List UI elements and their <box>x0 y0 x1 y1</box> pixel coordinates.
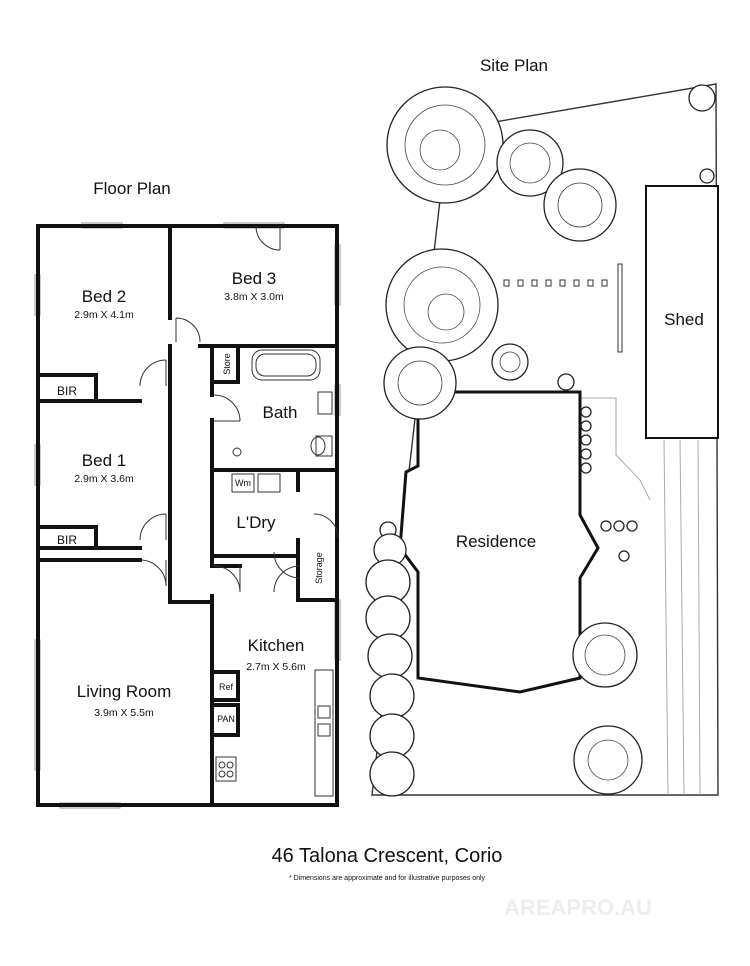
room-dims-bed3: 3.8m X 3.0m <box>224 291 284 303</box>
fixtures <box>215 349 334 797</box>
residence-label: Residence <box>456 532 536 551</box>
trees <box>365 84 716 797</box>
label-store: Store <box>222 353 232 375</box>
room-dims-bed2: 2.9m X 4.1m <box>74 309 134 321</box>
room-name-bed3: Bed 3 <box>232 269 276 288</box>
room-name-bed1: Bed 1 <box>82 451 126 470</box>
floor-plan-title: Floor Plan <box>93 179 170 198</box>
room-name-living: Living Room <box>77 682 172 701</box>
room-dims-kitchen: 2.7m X 5.6m <box>246 661 306 673</box>
floor-plan-walls <box>36 224 339 807</box>
room-name-bed2: Bed 2 <box>82 287 126 306</box>
label-bir-top: BIR <box>57 384 77 398</box>
label-ref: Ref <box>219 682 234 692</box>
shed-outline <box>645 185 719 439</box>
label-washing-machine: Wm <box>235 478 251 488</box>
label-bir-bottom: BIR <box>57 533 77 547</box>
dimensions-disclaimer: * Dimensions are approximate and for ill… <box>289 875 486 882</box>
room-dims-living: 3.9m X 5.5m <box>94 707 154 719</box>
room-dims-bed1: 2.9m X 3.6m <box>74 473 134 485</box>
driveway-lines <box>580 397 701 796</box>
watermark-logo: AREAPRO.AU <box>504 895 652 920</box>
room-name-kitchen: Kitchen <box>248 636 305 655</box>
shed-label: Shed <box>664 310 704 329</box>
room-name-laundry: L'Dry <box>236 513 276 532</box>
residence-outline <box>398 390 600 694</box>
stepping-stones <box>503 263 623 353</box>
room-name-bath: Bath <box>263 403 298 422</box>
label-pantry: PAN <box>217 714 235 724</box>
property-address: 46 Talona Crescent, Corio <box>272 845 503 867</box>
label-storage: Storage <box>314 552 324 584</box>
door-swings <box>139 225 339 593</box>
site-plan-title: Site Plan <box>480 56 548 75</box>
